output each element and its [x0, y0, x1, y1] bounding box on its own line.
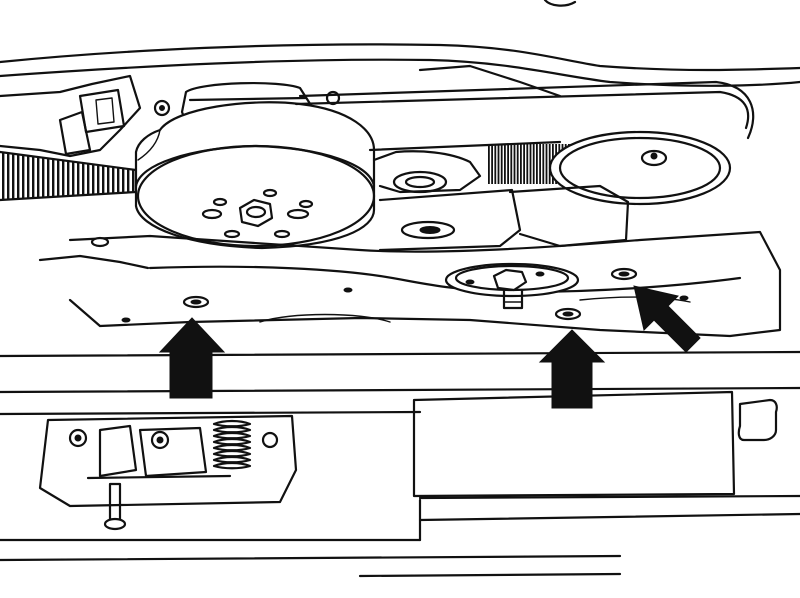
belt-tooth: [491, 144, 493, 184]
belt-tooth: [87, 163, 90, 195]
belt-tooth: [122, 168, 125, 193]
belt-tooth: [47, 158, 50, 198]
belt-tooth: [37, 156, 40, 198]
bottom-edges: [0, 538, 622, 578]
spring-coil: [212, 449, 252, 458]
tensioner-assembly: [372, 150, 630, 252]
belt-tooth: [520, 144, 522, 184]
belt-tooth: [497, 144, 500, 184]
belt-tooth: [526, 144, 529, 184]
spring-coil: [212, 431, 252, 440]
belt-tooth: [92, 164, 95, 195]
lower-actuator-block: [38, 414, 298, 531]
belt-tooth: [112, 166, 115, 194]
belt-tooth: [532, 144, 535, 184]
belt-tooth: [510, 144, 513, 184]
center-stud-nut: [492, 268, 528, 292]
belt-tooth: [32, 156, 35, 199]
belt-tooth: [529, 144, 532, 184]
lower-right-panel: [412, 390, 800, 542]
belt-tooth: [72, 161, 75, 196]
toothed-belt-left: [0, 150, 138, 202]
belt-tooth: [102, 165, 105, 194]
body-upper-contour: [0, 43, 800, 98]
belt-tooth: [117, 167, 120, 194]
spring-coil: [212, 461, 252, 470]
belt-tooth: [22, 154, 25, 199]
belt-tooth: [97, 164, 100, 195]
pin: [108, 482, 122, 522]
belt-tooth: [507, 144, 509, 184]
arrow-right-bolt: [633, 285, 701, 353]
belt-tooth: [542, 144, 545, 184]
belt-tooth: [504, 144, 506, 184]
pulley-hole: [286, 208, 310, 220]
idler-pulley: [548, 130, 732, 206]
belt-tooth: [52, 158, 55, 197]
belt-tooth: [27, 155, 30, 199]
callout-arrows: [158, 285, 701, 409]
belt-tooth: [57, 159, 60, 197]
arrow-left-bolt: [158, 317, 226, 399]
arrow-center-bolt: [538, 329, 606, 409]
left-bracket: [0, 74, 341, 158]
lower-cover-plate: [38, 230, 782, 338]
belt-tooth: [107, 166, 110, 194]
top-edge-arc: [543, 0, 577, 7]
belt-tooth: [67, 160, 70, 197]
pulley-hole: [201, 208, 223, 220]
belt-tooth: [17, 154, 20, 199]
belt-tooth: [523, 144, 525, 184]
belt-tooth: [494, 144, 497, 184]
belt-tooth: [2, 152, 5, 200]
poly-v-belt: [294, 80, 755, 184]
belt-tooth: [536, 144, 538, 184]
belt-tooth: [132, 169, 135, 193]
belt-tooth: [488, 144, 490, 184]
belt-tooth: [82, 162, 85, 196]
belt-tooth: [516, 144, 519, 184]
belt-tooth: [545, 144, 548, 184]
spring-coil: [212, 425, 252, 434]
belt-tooth: [7, 152, 10, 200]
pulley-hub-bolt: [238, 198, 274, 228]
belt-tooth: [42, 157, 45, 198]
spring: [212, 419, 252, 470]
belt-tooth: [127, 168, 130, 193]
crankshaft-pulley: [134, 101, 376, 250]
belt-tooth: [513, 144, 516, 184]
belt-tooth: [62, 160, 65, 197]
belt-tooth: [77, 162, 80, 196]
spring-coil: [212, 437, 252, 446]
center-stud-mount: [444, 262, 580, 310]
belt-tooth: [500, 144, 503, 184]
spring-coil: [212, 455, 252, 464]
belt-tooth: [539, 144, 541, 184]
spring-coil: [212, 443, 252, 452]
frame-rails: [0, 350, 800, 416]
spring-coil: [212, 419, 252, 428]
belt-tooth: [12, 153, 15, 200]
